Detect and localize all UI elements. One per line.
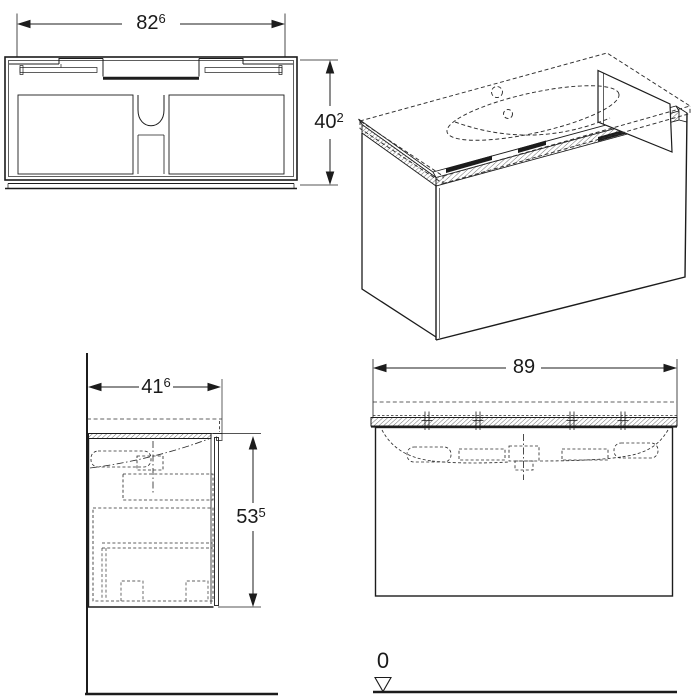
handle-profile-strip <box>446 155 492 173</box>
plan-width-dimension-label: 826 <box>134 11 168 34</box>
dimension-superscript: 2 <box>336 110 344 126</box>
dimension-value: 82 <box>136 12 159 34</box>
side-view-drawing <box>85 353 278 696</box>
side-height-dimension-label: 535 <box>234 505 268 528</box>
perspective-view-drawing <box>358 52 692 341</box>
drawer-front-panel <box>214 437 219 606</box>
front-width-dimension-label: 89 <box>510 356 538 378</box>
side-cabinet-outline <box>87 433 222 608</box>
basin-underside-right <box>620 429 669 458</box>
perspective-washbasin-dashed <box>358 52 692 185</box>
rail-hatch <box>370 417 678 427</box>
basin-underside-left <box>381 429 433 462</box>
side-washbasin-dashed <box>87 418 222 602</box>
dimension-value: 41 <box>141 376 164 398</box>
plan-view-drawing <box>4 13 338 190</box>
side-wall-and-floor <box>85 353 278 696</box>
drain-box <box>508 445 540 462</box>
handle-profile-strip <box>518 140 546 153</box>
dimension-value: 53 <box>236 506 259 528</box>
dimension-value: 40 <box>314 111 337 133</box>
floor-datum-marker <box>374 676 392 693</box>
front-washbasin-dashed <box>373 401 677 480</box>
basin-bowl-outline <box>446 85 620 141</box>
front-cabinet-outline <box>371 426 677 597</box>
dimension-superscript: 5 <box>258 505 266 521</box>
front-floor-datum <box>373 676 677 694</box>
left-rail-hatch <box>361 123 437 187</box>
siphon-cutout <box>137 95 165 127</box>
side-depth-dimension <box>88 379 223 441</box>
rail-hatch <box>88 433 212 439</box>
side-height-dimension <box>213 433 261 608</box>
dimension-value: 89 <box>512 356 536 378</box>
drain-hole <box>503 109 513 119</box>
plan-depth-dimension-label: 402 <box>312 110 346 133</box>
dimension-superscript: 6 <box>163 375 171 391</box>
upper-drawer-dashed <box>122 473 214 501</box>
arrowheads <box>88 382 221 392</box>
plan-depth-dimension <box>300 59 338 186</box>
dimension-value: 0 <box>376 648 390 673</box>
lower-drawer-dashed <box>92 507 214 602</box>
left-drawer-top <box>17 94 134 175</box>
front-view-drawing <box>370 359 678 694</box>
right-drawer-top <box>168 94 285 175</box>
front-width-dimension <box>372 359 678 417</box>
perspective-cabinet-body <box>358 105 688 341</box>
floor-datum-label: 0 <box>374 648 392 673</box>
plan-cabinet-outline <box>4 56 298 190</box>
dimension-superscript: 6 <box>158 11 166 27</box>
plan-width-dimension <box>16 13 286 57</box>
tap-hole <box>491 86 503 98</box>
basin-underside-curve <box>89 437 212 469</box>
side-depth-dimension-label: 416 <box>139 375 173 398</box>
perspective-back-panel <box>597 69 673 153</box>
arrowheads <box>325 60 335 185</box>
